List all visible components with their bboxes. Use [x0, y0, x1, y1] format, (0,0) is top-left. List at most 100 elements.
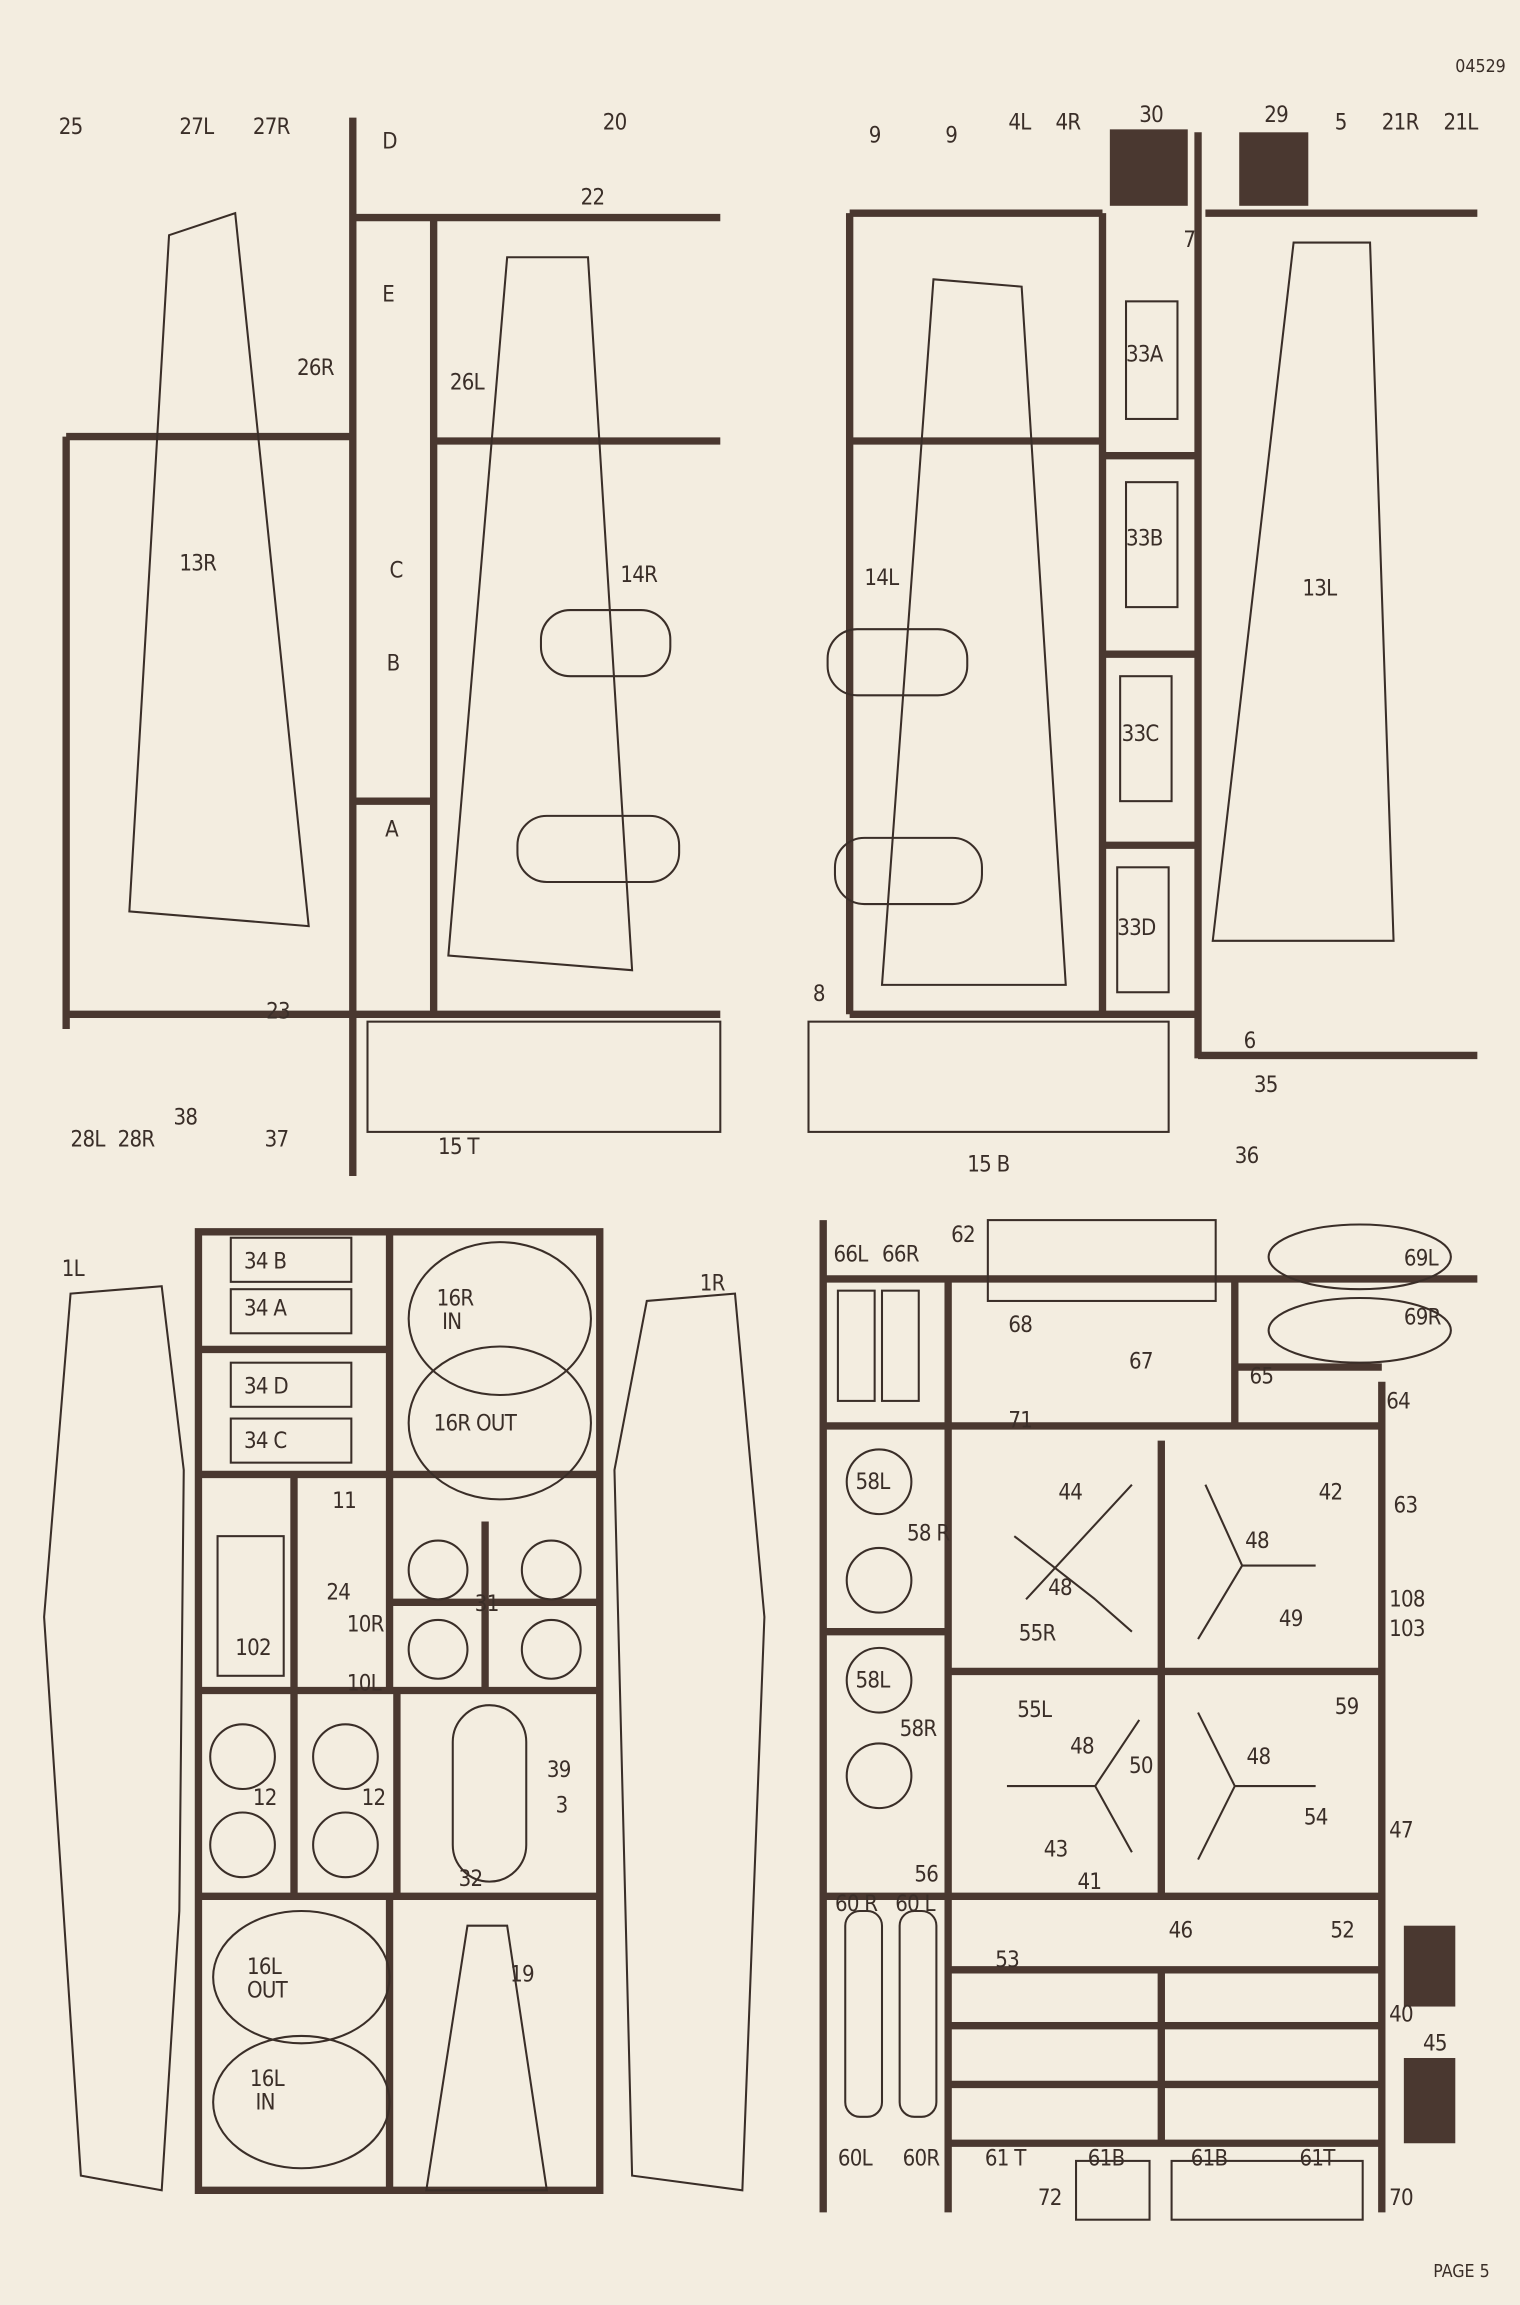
part-number-label: 6	[1243, 1027, 1257, 1054]
sprue-block-40	[1403, 1925, 1456, 2007]
part-number-label: 33D	[1117, 914, 1156, 941]
part-number-label: 4L	[1008, 108, 1031, 136]
part-number-label: 63	[1393, 1492, 1419, 1519]
part-number-label: 16L OUT	[246, 1953, 288, 2004]
part-number-label: 54	[1303, 1803, 1329, 1831]
page-number: PAGE 5	[1433, 2260, 1490, 2282]
part-number-label: 3	[555, 1791, 569, 1819]
part-number-label: 67	[1128, 1347, 1154, 1375]
part-number-label: 27L	[179, 113, 214, 140]
part-number-label: 24	[326, 1578, 351, 1606]
part-number-label: 108	[1389, 1586, 1425, 1613]
part-number-label: 19	[510, 1960, 535, 1988]
part-number-label: 61B	[1087, 2144, 1125, 2172]
fuselage-1R	[613, 1292, 766, 2192]
part-number-label: 34 A	[244, 1295, 287, 1322]
part-number-label: 69R	[1403, 1303, 1442, 1331]
part-number-label: 1L	[61, 1255, 85, 1282]
sprue-block-45	[1403, 2058, 1456, 2144]
part-number-label: 26R	[296, 354, 335, 381]
part-number-label: 45	[1422, 2030, 1448, 2057]
part-number-label: 69L	[1403, 1245, 1439, 1272]
part-number-label: 46	[1168, 1916, 1194, 1944]
part-number-label: 5	[1334, 108, 1348, 136]
part-number-label: 70	[1389, 2184, 1414, 2211]
part-15B	[807, 1020, 1170, 1133]
part-number-label: 40	[1389, 2000, 1414, 2028]
part-number-label: 1R	[699, 1270, 726, 1297]
part-number-label: 25	[58, 113, 84, 140]
part-number-label: 47	[1389, 1816, 1414, 1844]
part-number-label: 22	[580, 183, 606, 211]
part-number-label: 72	[1037, 2184, 1063, 2211]
part-number-label: 58R	[899, 1715, 938, 1742]
part-15T	[366, 1020, 722, 1133]
part-number-label: 28R	[117, 1126, 156, 1153]
part-number-label: 16R IN	[436, 1284, 475, 1335]
part-number-label: 37	[264, 1126, 290, 1153]
part-number-label: 39	[546, 1756, 572, 1784]
wing-13R	[128, 211, 310, 928]
part-number-label: 61T	[1299, 2144, 1335, 2172]
part-number-label: 4R	[1055, 108, 1081, 136]
part-number-label: 58 R	[906, 1519, 950, 1547]
part-number-label: 49	[1278, 1605, 1304, 1632]
part-number-label: 29	[1264, 101, 1289, 128]
part-number-label: 12	[361, 1784, 387, 1812]
part-number-label: 33C	[1121, 720, 1160, 747]
part-number-label: 62	[951, 1221, 976, 1249]
part-number-label: 38	[173, 1103, 198, 1131]
part-number-label: 64	[1386, 1387, 1411, 1415]
part-number-label: 15 B	[967, 1151, 1010, 1178]
part-number-label: 48	[1070, 1733, 1095, 1760]
part-number-label: 66R	[882, 1240, 920, 1268]
part-number-label: 44	[1058, 1478, 1083, 1506]
sprue-block-29	[1239, 132, 1309, 206]
part-number-label: E	[382, 280, 395, 308]
part-number-label: 66L	[833, 1240, 868, 1268]
part-number-label: 28L	[70, 1126, 106, 1153]
part-number-label: 56	[914, 1861, 939, 1888]
part-number-label: 48	[1245, 1527, 1270, 1554]
part-number-label: B	[386, 649, 401, 677]
part-number-label: 71	[1008, 1406, 1033, 1434]
part-number-label: C	[389, 557, 404, 584]
sprue-frames	[62, 117, 1478, 2213]
part-number-label: 58L	[855, 1666, 891, 1694]
part-number-label: 60 R	[834, 1890, 878, 1917]
part-number-label: 16R OUT	[433, 1409, 517, 1437]
part-number-label: 36	[1234, 1142, 1260, 1169]
fuselage-1L	[43, 1285, 185, 2192]
part-number-label: A	[385, 815, 399, 843]
part-number-label: 34 D	[244, 1372, 289, 1400]
part-number-label: 43	[1043, 1836, 1069, 1863]
part-number-label: 30	[1139, 101, 1164, 128]
part-outlines	[43, 211, 1452, 2221]
part-number-label: 23	[266, 998, 291, 1025]
part-number-label: 35	[1253, 1071, 1279, 1099]
part-number-label: 33A	[1126, 341, 1163, 368]
part-number-label: 60 L	[895, 1890, 935, 1917]
part-number-label: 55R	[1018, 1619, 1057, 1647]
part-number-label: 103	[1389, 1615, 1425, 1642]
part-number-label: 34 C	[244, 1427, 287, 1454]
part-number-label: 7	[1183, 226, 1196, 253]
wing-13L	[1211, 241, 1395, 942]
part-number-label: 32	[458, 1865, 484, 1892]
part-number-label: 52	[1330, 1916, 1355, 1944]
part-number-label: 41	[1077, 1868, 1103, 1895]
part-number-label: 26L	[449, 368, 485, 396]
part-number-label: 59	[1334, 1693, 1360, 1720]
part-number-label: 60L	[837, 2144, 873, 2172]
kit-code: 04529	[1455, 55, 1506, 77]
part-number-label: 65	[1249, 1362, 1275, 1390]
part-number-label: 10L	[346, 1669, 382, 1697]
part-number-label: 9	[945, 122, 958, 149]
part-number-label: 60R	[902, 2144, 941, 2172]
part-number-label: 20	[602, 108, 628, 136]
sprue-block-30	[1109, 129, 1188, 206]
part-number-label: 48	[1246, 1743, 1272, 1770]
part-number-label: 9	[868, 122, 882, 149]
part-number-label: 33B	[1126, 524, 1163, 552]
